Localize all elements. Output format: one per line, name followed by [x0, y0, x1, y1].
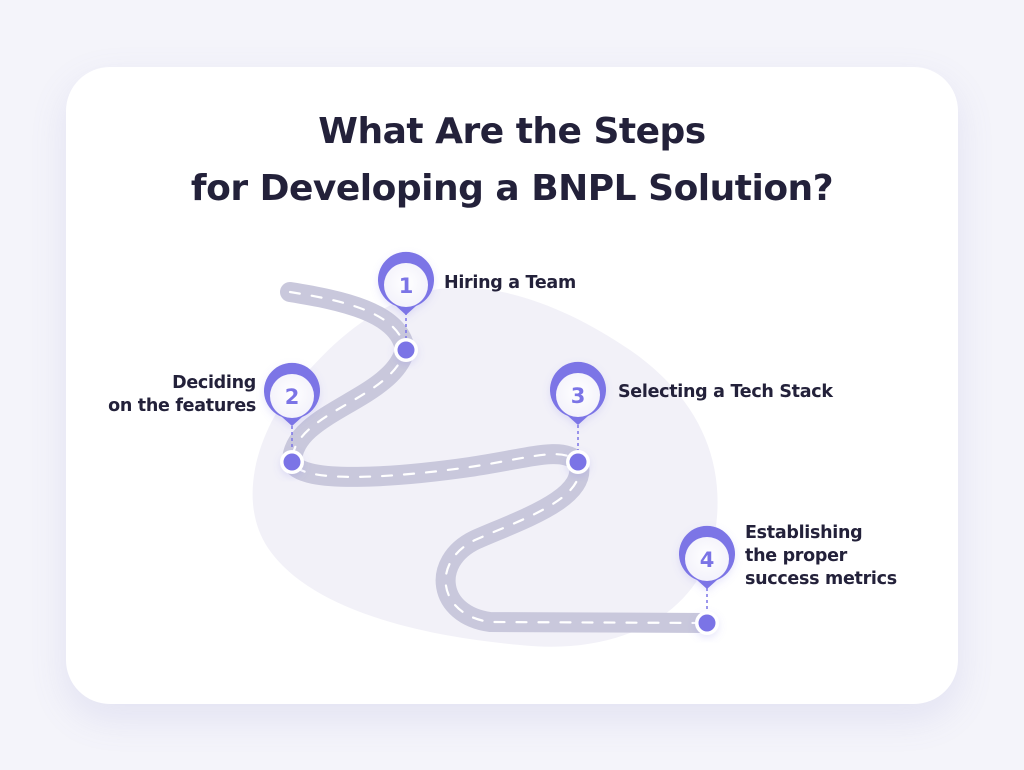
- step-2-label-line-2: on the features: [108, 396, 256, 416]
- page-title: What Are the Steps for Developing a BNPL…: [66, 103, 958, 217]
- step-4-label-line-2: the proper: [745, 546, 847, 566]
- step-4-label-line-1: Establishing: [745, 523, 863, 543]
- step-1-marker: 1: [377, 251, 434, 362]
- step-4-marker: 4: [679, 525, 735, 635]
- step-4-label: Establishing the proper success metrics: [745, 522, 897, 591]
- step-4-number: 4: [700, 548, 715, 572]
- title-line-1: What Are the Steps: [318, 111, 706, 152]
- step-2-number: 2: [285, 385, 300, 409]
- step-4-label-line-3: success metrics: [745, 569, 897, 589]
- step-3-number: 3: [571, 384, 586, 408]
- step-1-label: Hiring a Team: [444, 272, 576, 295]
- step-2-label: Deciding on the features: [96, 372, 256, 418]
- step-1-label-line: Hiring a Team: [444, 273, 576, 293]
- step-3-marker: 3: [550, 361, 606, 474]
- step-2-label-line-1: Deciding: [172, 373, 256, 393]
- step-3-label: Selecting a Tech Stack: [618, 381, 833, 404]
- step-3-label-line: Selecting a Tech Stack: [618, 382, 833, 402]
- title-line-2: for Developing a BNPL Solution?: [190, 168, 834, 209]
- step-2-marker: 2: [264, 362, 321, 474]
- step-1-number: 1: [399, 274, 414, 298]
